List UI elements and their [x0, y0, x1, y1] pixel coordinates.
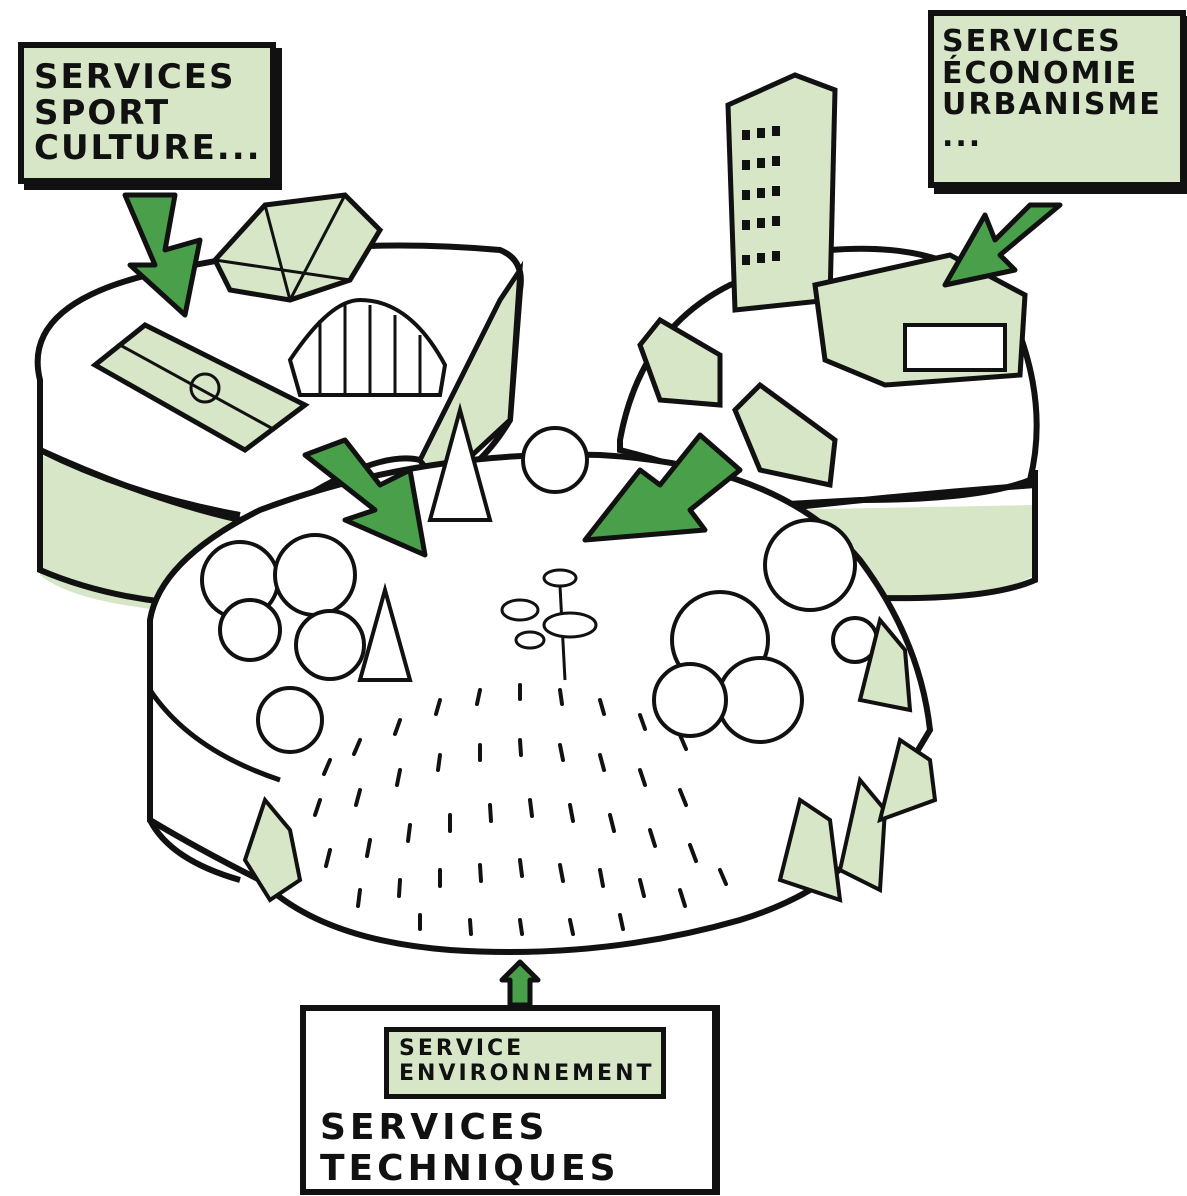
arrow-sport-down [122, 192, 203, 318]
label-line: Services [34, 57, 236, 97]
label-services-techniques: Service environnement Services technique… [300, 1005, 720, 1195]
flow-arrows [122, 192, 1063, 1008]
label-line: Services [942, 24, 1122, 59]
rock-formations [242, 615, 938, 903]
label-line: Service [399, 1036, 525, 1061]
tree-cluster-center [500, 568, 598, 681]
label-line: techniques [320, 1148, 620, 1190]
tree-cluster-right [521, 426, 879, 744]
label-line: sport [34, 92, 171, 133]
arrow-eco-down [942, 202, 1063, 288]
central-hill [147, 402, 938, 955]
label-line: environnement [399, 1061, 655, 1087]
grass-strokes [313, 683, 728, 936]
label-line: Services [320, 1107, 549, 1148]
techniques-text: Services techniques [320, 1107, 620, 1190]
label-line: urbanisme [942, 87, 1162, 122]
label-line: économie [942, 55, 1139, 91]
label-services-sport-culture: Services sport culture... [18, 42, 276, 184]
label-line: culture... [34, 128, 262, 169]
label-services-economie-urbanisme: Services économie urbanisme ... [928, 10, 1186, 188]
building-windows [742, 126, 780, 265]
arrow-right-to-hill [582, 432, 743, 543]
label-service-environnement: Service environnement [384, 1027, 666, 1099]
arrow-left-to-hill [302, 437, 428, 558]
label-line: ... [942, 118, 983, 154]
arrow-up-tech [499, 959, 541, 1008]
urban-elements [637, 72, 1028, 489]
sport-culture-elements [90, 192, 448, 453]
tree-cluster-left [200, 402, 493, 754]
